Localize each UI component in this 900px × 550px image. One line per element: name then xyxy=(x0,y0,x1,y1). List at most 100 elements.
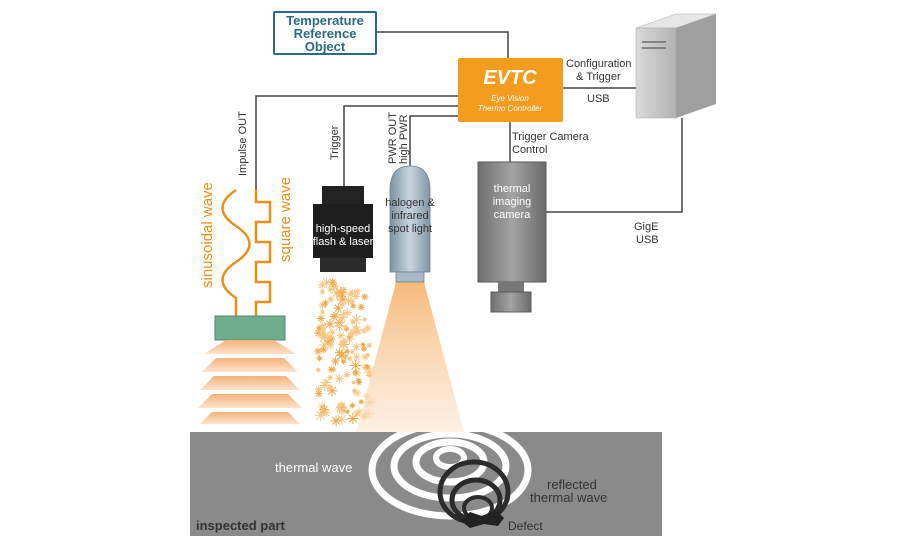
sparkle xyxy=(319,288,326,295)
sparkle xyxy=(314,347,322,356)
sparkle xyxy=(364,366,375,378)
sparkle xyxy=(338,341,345,348)
sparkle xyxy=(352,388,357,394)
sparkle xyxy=(352,352,361,361)
sparkle xyxy=(361,293,369,301)
sparkle xyxy=(314,385,323,394)
pwr-out-label: PWR OUT xyxy=(387,112,399,164)
sparkle xyxy=(339,402,345,408)
sparkle xyxy=(319,405,329,415)
evtc-title: EVTC xyxy=(483,67,537,89)
sparkle xyxy=(337,294,348,305)
sparkle xyxy=(337,312,348,323)
ultrasonic-transducer xyxy=(198,315,302,424)
sparkle xyxy=(316,330,325,339)
sparkle xyxy=(355,377,362,384)
sparkle xyxy=(326,340,335,349)
sparkle xyxy=(328,278,337,286)
sparkle xyxy=(347,327,358,338)
sparkle xyxy=(334,374,345,384)
sparkle xyxy=(353,325,358,330)
thermal-wave-label: thermal wave xyxy=(275,460,352,475)
sparkle xyxy=(336,349,348,361)
sparkle xyxy=(334,321,345,332)
sparkle xyxy=(329,328,336,336)
defect-label: Defect xyxy=(508,519,543,533)
sparkle xyxy=(347,356,353,361)
sparkle xyxy=(350,319,356,325)
sparkle xyxy=(352,292,360,301)
sparkle xyxy=(336,331,346,340)
sparkle xyxy=(349,349,355,355)
defect-mark xyxy=(460,510,504,528)
sparkle xyxy=(347,412,359,424)
sparkle xyxy=(343,308,352,317)
sparkle xyxy=(329,312,339,321)
sparkle xyxy=(324,318,336,330)
trigger-camera-label-2: Control xyxy=(512,144,547,156)
sparkle xyxy=(339,340,349,350)
sparkle xyxy=(365,352,371,358)
sparkle xyxy=(318,280,327,290)
trigger-camera-label-1: Trigger Camera xyxy=(512,131,589,143)
sparkle xyxy=(361,345,367,352)
sparkle xyxy=(349,298,355,305)
trigger-wire xyxy=(343,105,458,186)
pwr-wire xyxy=(409,115,458,168)
light-beam xyxy=(356,282,464,432)
sparkle xyxy=(314,328,323,338)
thermal-camera-label-3: camera xyxy=(494,209,532,221)
sparkle xyxy=(327,285,335,293)
reflected-label-1: reflected xyxy=(547,477,597,492)
sparkle xyxy=(344,348,350,354)
gige-label: GigE xyxy=(634,221,658,233)
sparkle xyxy=(315,324,323,332)
flash-sparkles xyxy=(314,277,375,427)
trigger-label: Trigger xyxy=(329,125,341,160)
sparkle xyxy=(345,409,350,414)
sparkle xyxy=(318,339,331,351)
sparkle xyxy=(361,327,368,334)
sparkle xyxy=(331,356,340,366)
sparkle xyxy=(336,413,348,425)
config-trigger-label-2: & Trigger xyxy=(576,71,621,83)
sparkle xyxy=(360,342,366,347)
sparkle xyxy=(363,324,372,332)
sparkle xyxy=(357,303,365,311)
sparkle xyxy=(361,353,369,361)
sparkle xyxy=(327,365,336,374)
halogen-spotlight: halogen & infrared spot light xyxy=(385,165,435,283)
evtc-controller: EVTC Eye Vision Thermo Controller xyxy=(458,58,563,122)
evtc-subtitle-1: Eye Vision xyxy=(491,94,529,103)
sparkle xyxy=(349,359,362,372)
sparkle xyxy=(362,317,367,322)
inspected-part-label: inspected part xyxy=(196,518,286,533)
sparkle xyxy=(343,326,350,332)
square-wave-label: square wave xyxy=(277,177,294,262)
sparkle xyxy=(319,332,330,343)
sparkle xyxy=(339,351,352,363)
halogen-label-3: spot light xyxy=(388,223,432,235)
impulse-out-label: Impulse OUT xyxy=(237,111,249,176)
sparkle xyxy=(353,287,361,296)
usb-gige-label: USB xyxy=(636,234,659,246)
sparkle xyxy=(353,389,362,398)
sparkle xyxy=(353,409,362,418)
sparkle xyxy=(321,408,331,418)
gige-wire xyxy=(546,118,683,213)
sparkle xyxy=(333,303,343,313)
sparkle xyxy=(355,379,363,386)
temp-ref-label-2: Reference xyxy=(294,26,357,41)
sparkle xyxy=(319,410,326,417)
sparkle xyxy=(366,372,373,379)
sparkle xyxy=(350,314,363,326)
sparkle xyxy=(364,365,372,372)
flash-label-2: flash & laser xyxy=(313,236,374,248)
thermal-camera-label-1: thermal xyxy=(494,183,531,195)
sparkle xyxy=(330,415,342,427)
sparkle xyxy=(316,355,323,362)
sparkle xyxy=(338,300,346,309)
flash-laser-unit: high-speed flash & laser xyxy=(313,186,374,272)
sparkle xyxy=(366,342,373,349)
